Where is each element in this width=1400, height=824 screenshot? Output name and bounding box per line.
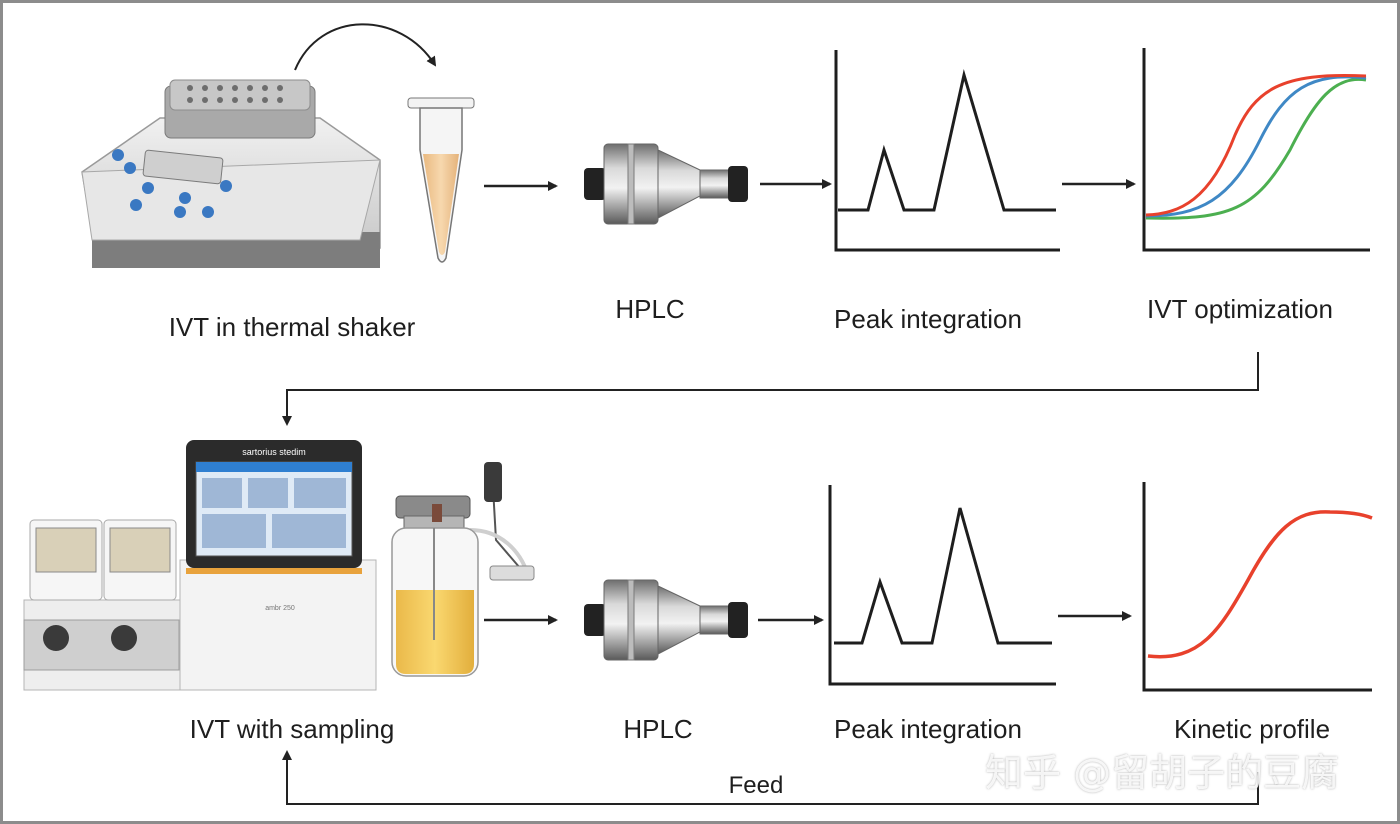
device-model-text: ambr 250 (265, 605, 295, 612)
hplc-column-icon (584, 143, 748, 225)
label-ivt-sampling: IVT with sampling (189, 714, 395, 744)
optimization-curves-chart (1142, 48, 1370, 252)
bioreactor-vessel-icon (391, 462, 535, 677)
label-hplc-bottom: HPLC (623, 714, 693, 744)
chromatogram-chart (834, 50, 1060, 252)
sample-tube-icon (407, 97, 475, 263)
label-kinetic-profile: Kinetic profile (1173, 714, 1331, 744)
label-feed: Feed (728, 772, 784, 799)
device-brand-text: sartorius stedim (242, 447, 306, 457)
chromatogram-chart-2 (828, 485, 1056, 686)
transfer-arrow (294, 23, 437, 71)
thermal-shaker-icon (81, 79, 381, 268)
label-ivt-thermal-shaker: IVT in thermal shaker (168, 312, 416, 342)
label-peak-integration-bottom: Peak integration (834, 714, 1022, 744)
watermark: 知乎 @留胡子的豆腐 (985, 751, 1340, 795)
kinetic-profile-chart (1142, 482, 1373, 692)
label-hplc-top: HPLC (615, 294, 685, 324)
feed-arrow (282, 750, 1259, 805)
label-ivt-optimization: IVT optimization (1147, 294, 1333, 324)
bioreactor-system-icon: sartorius stedim ambr 250 (23, 440, 377, 691)
label-peak-integration-top: Peak integration (834, 304, 1022, 334)
row-connector-arrow (282, 352, 1259, 426)
hplc-column-icon-2 (584, 579, 748, 661)
